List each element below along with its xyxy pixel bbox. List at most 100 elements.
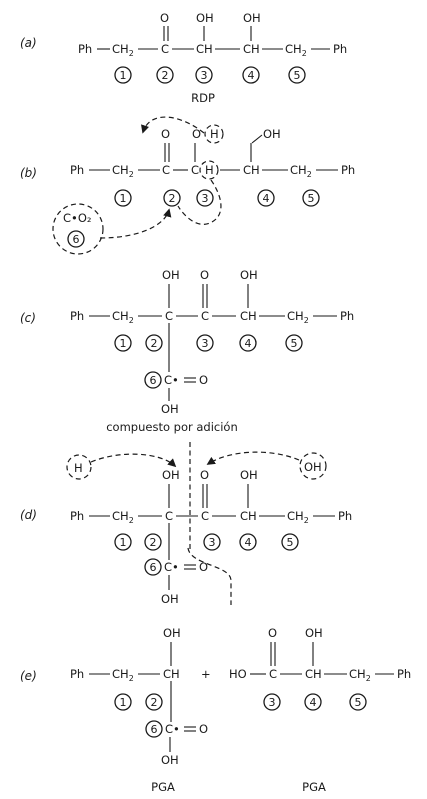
carboxyl-carbon-3: C	[269, 667, 277, 681]
carboxyl-hydroxyl-ho: HO	[229, 667, 247, 681]
alpha-hydrogen: H	[205, 163, 214, 177]
ch2-atom-1: CH2	[112, 309, 134, 325]
phenyl-right: Ph	[340, 309, 354, 323]
hydroxyl-hydrogen: H	[210, 127, 219, 141]
svg-text:6: 6	[150, 374, 157, 387]
svg-text:3: 3	[201, 69, 208, 82]
hydroxyl-4: OH	[240, 468, 258, 482]
hydroxyl-3: OH	[196, 11, 214, 25]
hydrogen-attack-arrow	[90, 453, 177, 468]
svg-text:4: 4	[263, 192, 270, 205]
svg-text:4: 4	[245, 536, 252, 549]
highlight-alpha-h	[199, 160, 219, 180]
part-label-a: (a)	[20, 36, 37, 50]
hydroxyl-4: OH	[263, 127, 281, 141]
hydroxyl-4: OH	[243, 11, 261, 25]
carbon-number-5: 5	[302, 189, 320, 207]
svg-text:6: 6	[151, 723, 158, 736]
carbonyl-carbon-2: C	[161, 42, 169, 56]
carbon-number-1: 1	[114, 334, 132, 352]
water-hydrogen-group	[66, 454, 92, 480]
part-b: (b) Ph CH2 C O C O H H CH OH CH2 Ph 1 2 …	[20, 116, 355, 255]
carbon-number-2: 2	[156, 66, 174, 84]
carboxyl-oxygen: O	[199, 722, 208, 736]
carbon-number-6: 6	[144, 558, 162, 576]
carbon-number-4: 4	[242, 66, 260, 84]
ch2-atom-5: CH2	[290, 163, 312, 179]
svg-text:2: 2	[169, 192, 176, 205]
svg-text:5: 5	[308, 192, 315, 205]
hydroxyl-attack-arrow	[206, 451, 300, 465]
phenyl-left: Ph	[70, 163, 84, 177]
svg-text:1: 1	[120, 69, 127, 82]
ch2-atom-5: CH2	[287, 509, 309, 525]
hydroxyl-oxygen-3: O	[192, 127, 201, 141]
svg-text:2: 2	[151, 337, 158, 350]
svg-text:5: 5	[355, 696, 362, 709]
carboxyl-hydroxyl: OH	[161, 753, 179, 767]
svg-text:3: 3	[209, 536, 216, 549]
caption-rdp: RDP	[191, 91, 215, 105]
svg-text:5: 5	[291, 337, 298, 350]
carbon-number-3: 3	[196, 334, 214, 352]
carboxyl-carbon-6: C•	[165, 722, 180, 736]
carbon-number-4: 4	[304, 693, 322, 711]
carbon-number-5: 5	[285, 334, 303, 352]
svg-text:5: 5	[294, 69, 301, 82]
carbon-atom-3: C	[191, 163, 199, 177]
part-a: (a) Ph CH2 C O CH OH CH OH CH2 Ph 1 2 3 …	[20, 11, 347, 105]
part-d: (d) H OH Ph CH2 C OH C O CH OH CH2 Ph 1 …	[20, 442, 352, 606]
svg-text:2: 2	[162, 69, 169, 82]
ch-atom-2: CH	[163, 667, 180, 681]
water-hydroxyl: OH	[304, 460, 322, 474]
svg-text:3: 3	[202, 192, 209, 205]
co2-molecule-group	[52, 203, 104, 255]
water-hydrogen: H	[74, 461, 83, 475]
svg-text:1: 1	[120, 192, 127, 205]
carbon-number-3: 3	[195, 66, 213, 84]
svg-text:5: 5	[287, 536, 294, 549]
svg-text:3: 3	[269, 696, 276, 709]
part-c: (c) Ph CH2 C OH C O CH OH CH2 Ph 1 2 3 4…	[20, 268, 354, 434]
ch2-atom-1: CH2	[112, 42, 134, 58]
svg-text:1: 1	[120, 337, 127, 350]
phenyl-left: Ph	[78, 42, 92, 56]
carbon-number-3: 3	[263, 693, 281, 711]
hydroxyl-4: OH	[240, 268, 258, 282]
carboxyl-oxygen: O	[199, 373, 208, 387]
carbon-number-6: 6	[67, 230, 85, 248]
phenyl-left: Ph	[70, 309, 84, 323]
carbon-number-1: 1	[114, 693, 132, 711]
svg-text:3: 3	[202, 337, 209, 350]
ch2-atom-1: CH2	[112, 163, 134, 179]
ch2-atom-5: CH2	[349, 667, 371, 683]
svg-text:6: 6	[73, 233, 80, 246]
highlight-hydroxyl-h	[204, 124, 224, 144]
carbon-number-1: 1	[114, 533, 132, 551]
ch-atom-4: CH	[305, 667, 322, 681]
phenyl-right: Ph	[341, 163, 355, 177]
ch2-atom-1: CH2	[112, 509, 134, 525]
carbon-number-5: 5	[288, 66, 306, 84]
caption-adduct: compuesto por adición	[106, 420, 238, 434]
part-label-e: (e)	[20, 669, 37, 683]
cleavage-path	[187, 547, 232, 605]
ch2-atom-5: CH2	[287, 309, 309, 325]
carboxyl-carbon-6: C•	[164, 560, 179, 574]
svg-text:1: 1	[120, 536, 127, 549]
carbon-number-4: 4	[257, 189, 275, 207]
carbonyl-oxygen: O	[200, 268, 209, 282]
caption-pga-right: PGA	[302, 780, 326, 794]
ch-atom-4: CH	[240, 309, 257, 323]
carbonyl-oxygen: O	[161, 127, 170, 141]
carbon-number-1: 1	[114, 189, 132, 207]
part-label-d: (d)	[20, 508, 37, 522]
carbon-number-5: 5	[349, 693, 367, 711]
phenyl-left: Ph	[70, 509, 84, 523]
carbon-number-5: 5	[281, 533, 299, 551]
quaternary-carbon-2: C	[165, 509, 173, 523]
carbon-number-4: 4	[239, 334, 257, 352]
ch2-atom-5: CH2	[285, 42, 307, 58]
ch-atom-4: CH	[243, 42, 260, 56]
